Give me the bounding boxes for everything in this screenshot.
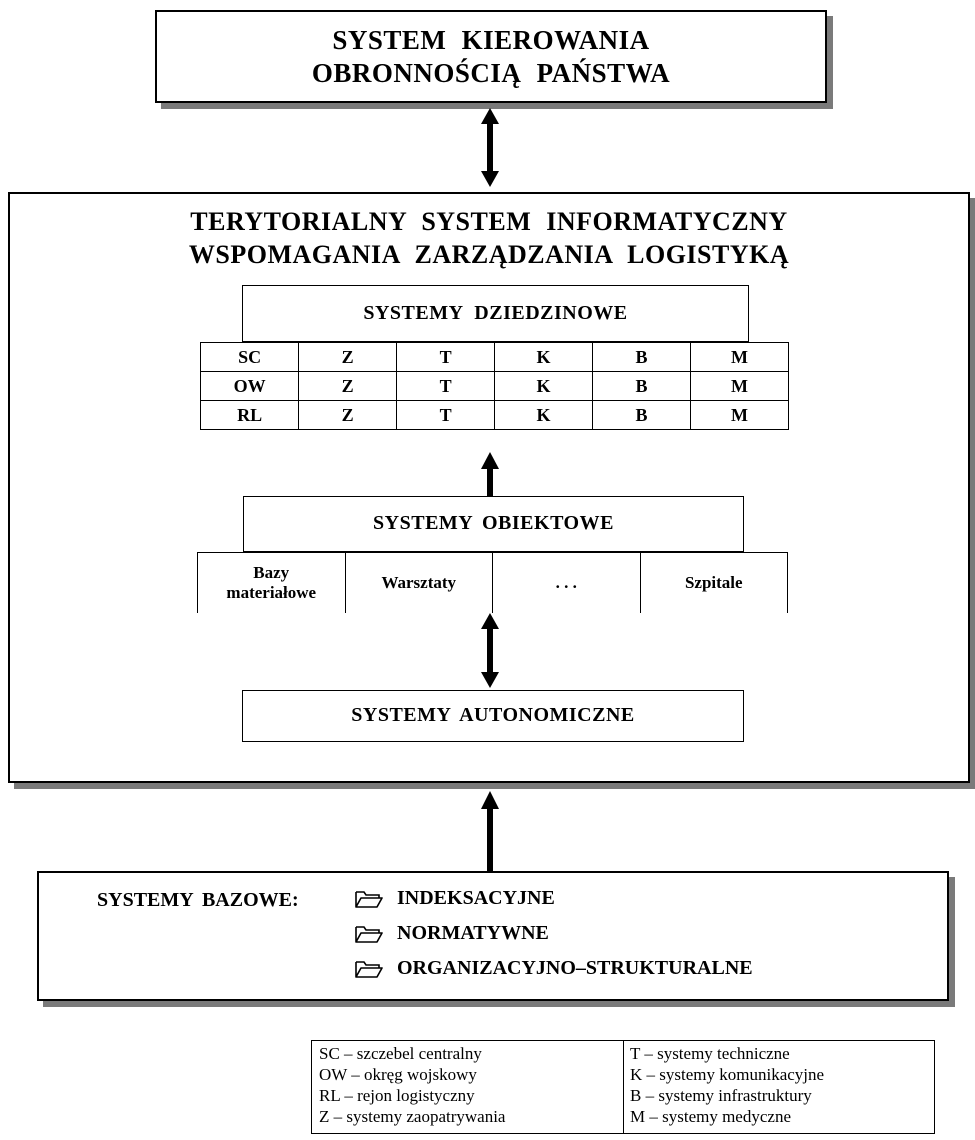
legend-box: SC – szczebel centralny OW – okręg wojsk… <box>311 1040 935 1134</box>
obiekt-cell-warsztaty: Warsztaty <box>344 553 493 613</box>
cell-line-1: . . . <box>555 573 577 592</box>
table-cell: SC <box>199 342 300 372</box>
double-arrow-icon <box>481 108 499 187</box>
table-cell: T <box>396 371 496 401</box>
table-cell: T <box>396 400 496 430</box>
table-cell: K <box>494 342 594 372</box>
table-cell: K <box>494 400 594 430</box>
title-line-1: TERYTORIALNY SYSTEM INFORMATYCZNY <box>190 207 788 236</box>
legend-entry: SC – szczebel centralny <box>319 1044 482 1063</box>
cell-line-2: materiałowe <box>226 583 317 602</box>
table-row: OW Z T K B M <box>199 371 790 401</box>
folder-icon <box>355 890 383 908</box>
legend-entry: RL – rejon logistyczny <box>319 1086 475 1105</box>
table-row: SC Z T K B M <box>199 342 790 372</box>
cell-line-1: Warsztaty <box>381 573 457 592</box>
up-arrow-icon <box>481 791 499 871</box>
legend-entry: T – systemy techniczne <box>630 1044 790 1063</box>
terytorialny-system-title: TERYTORIALNY SYSTEM INFORMATYCZNY WSPOMA… <box>10 205 968 271</box>
base-item-normatywne: NORMATYWNE <box>355 922 549 945</box>
obiekt-cell-szpitale: Szpitale <box>639 553 788 613</box>
systemy-obiektowe-header: SYSTEMY OBIEKTOWE <box>243 496 744 552</box>
obiekt-cell-ellipsis: . . . <box>492 553 640 613</box>
systemy-bazowe-box: SYSTEMY BAZOWE: INDEKSACYJNE NORMATYWNE … <box>37 871 949 1001</box>
system-kierowania-title: SYSTEM KIEROWANIA OBRONNOŚCIĄ PAŃSTWA <box>157 24 825 90</box>
legend-entry: Z – systemy zaopatrywania <box>319 1107 506 1126</box>
title-line-2: WSPOMAGANIA ZARZĄDZANIA LOGISTYKĄ <box>188 240 790 269</box>
table-cell: B <box>592 342 691 372</box>
table-cell: Z <box>298 400 398 430</box>
double-arrow-icon <box>481 613 499 688</box>
folder-icon <box>355 925 383 943</box>
base-item-organizacyjno: ORGANIZACYJNO–STRUKTURALNE <box>355 957 753 980</box>
cell-line-1: Szpitale <box>684 573 743 592</box>
folder-icon <box>355 960 383 978</box>
table-cell: K <box>494 371 594 401</box>
table-cell: Z <box>298 371 398 401</box>
base-item-label: INDEKSACYJNE <box>397 887 555 909</box>
table-cell: M <box>689 342 790 372</box>
system-kierowania-box: SYSTEM KIEROWANIA OBRONNOŚCIĄ PAŃSTWA <box>155 10 827 103</box>
table-cell: RL <box>199 400 300 430</box>
cell-line-1: Bazy <box>253 563 290 582</box>
base-item-indeksacyjne: INDEKSACYJNE <box>355 887 555 910</box>
base-item-label: ORGANIZACYJNO–STRUKTURALNE <box>397 957 753 979</box>
legend-column-right: T – systemy techniczne K – systemy komun… <box>623 1041 934 1133</box>
up-arrow-icon <box>481 452 499 496</box>
systemy-obiektowe-cells: Bazy materiałowe Warsztaty . . . Szpital… <box>197 552 788 613</box>
systemy-autonomiczne-box: SYSTEMY AUTONOMICZNE <box>242 690 744 742</box>
table-row: RL Z T K B M <box>199 400 790 430</box>
systemy-dziedzinowe-title: SYSTEMY DZIEDZINOWE <box>363 302 628 324</box>
legend-entry: K – systemy komunikacyjne <box>630 1065 825 1084</box>
base-item-label: NORMATYWNE <box>397 922 549 944</box>
systemy-obiektowe-title: SYSTEMY OBIEKTOWE <box>373 512 614 534</box>
legend-column-left: SC – szczebel centralny OW – okręg wojsk… <box>312 1041 623 1133</box>
title-line-1: SYSTEM KIEROWANIA <box>332 25 650 55</box>
systemy-dziedzinowe-header: SYSTEMY DZIEDZINOWE <box>242 285 749 342</box>
systemy-dziedzinowe-table: SC Z T K B M OW Z T K B M RL Z T K B M <box>199 342 790 430</box>
legend-entry: M – systemy medyczne <box>630 1107 791 1126</box>
table-cell: M <box>689 400 790 430</box>
title-line-2: OBRONNOŚCIĄ PAŃSTWA <box>311 58 671 88</box>
obiekt-cell-bazy: Bazy materiałowe <box>197 553 345 613</box>
legend-entry: OW – okręg wojskowy <box>319 1065 477 1084</box>
table-cell: OW <box>199 371 300 401</box>
legend-entry: B – systemy infrastruktury <box>630 1086 812 1105</box>
systemy-autonomiczne-title: SYSTEMY AUTONOMICZNE <box>351 704 635 726</box>
systemy-bazowe-label: SYSTEMY BAZOWE: <box>97 889 299 911</box>
